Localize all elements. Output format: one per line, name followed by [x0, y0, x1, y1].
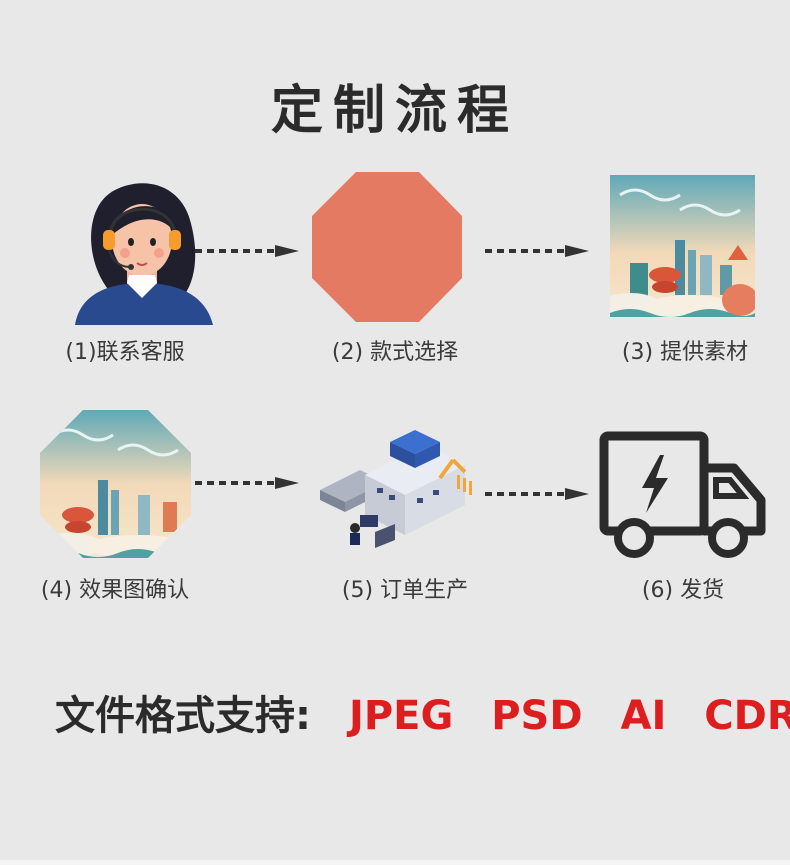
- page-title: 定制流程: [270, 81, 519, 141]
- step-5-label: (5) 订单生产: [341, 578, 469, 603]
- octagon-city-illustration-icon: [40, 410, 191, 558]
- step-2-style-selection: [310, 172, 490, 322]
- city-illustration-icon: [600, 175, 758, 319]
- format-psd: PSD: [491, 693, 583, 739]
- step-3-provide-material: [600, 175, 790, 325]
- format-ai: AI: [620, 693, 667, 739]
- arrow-right-icon: [195, 477, 299, 489]
- customer-service-icon: [75, 183, 213, 325]
- format-cdr: CDR: [704, 693, 790, 739]
- factory-machine-icon: [320, 430, 472, 548]
- octagon-shape-icon: [312, 172, 462, 322]
- format-jpeg: JPEG: [348, 693, 454, 739]
- step-6-label: (6) 发货: [641, 578, 725, 603]
- bottom-strip: [0, 860, 790, 865]
- step-3-label: (3) 提供素材: [621, 340, 749, 365]
- step-4-label: (4) 效果图确认: [40, 578, 190, 603]
- step-5-order-production: [315, 420, 495, 570]
- step-4-effect-confirm: [38, 410, 218, 560]
- arrow-right-icon: [485, 245, 589, 257]
- step-1-label: (1)联系客服: [65, 340, 185, 365]
- step-2-label: (2) 款式选择: [331, 340, 459, 365]
- step-6-shipping: [598, 430, 778, 580]
- file-format-support: 文件格式支持: JPEG PSD AI CDR: [55, 683, 790, 741]
- arrow-right-icon: [195, 245, 299, 257]
- format-lead-label: 文件格式支持:: [55, 693, 311, 739]
- delivery-truck-icon: [599, 431, 766, 558]
- arrow-right-icon: [485, 488, 589, 500]
- step-1-customer-service: [55, 175, 235, 325]
